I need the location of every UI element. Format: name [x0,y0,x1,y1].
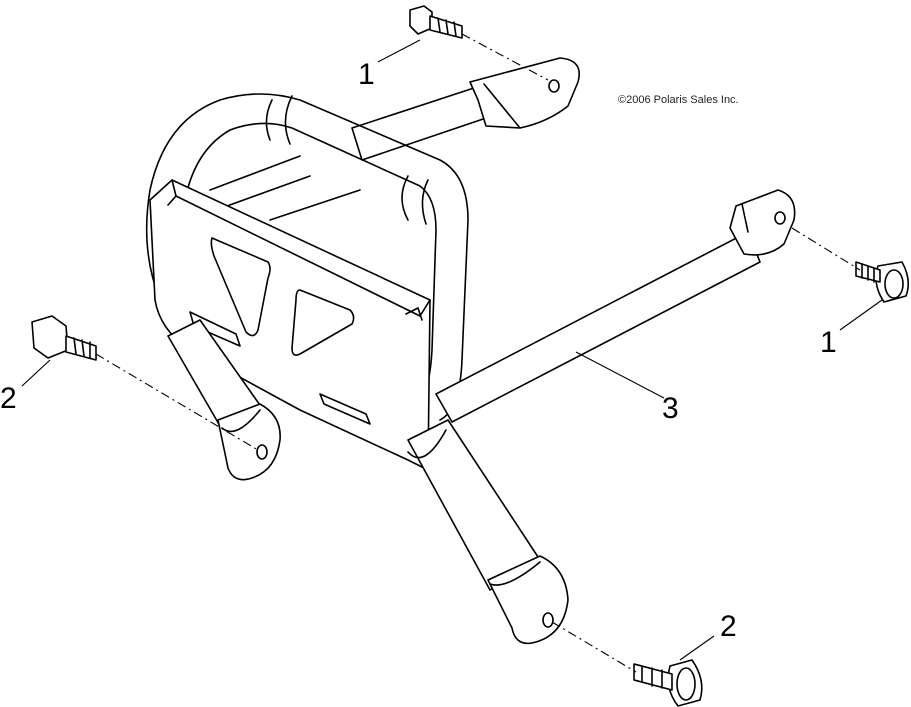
bolt-2-left [31,315,97,361]
leader-lines [21,39,883,661]
callout-label: 3 [662,392,679,425]
callout-label: 1 [358,58,375,91]
bolt-1-right [855,261,910,303]
assembly-lines [95,33,861,673]
lower-left-leg [167,319,281,481]
lower-right-leg [407,419,569,645]
callout-label: 2 [720,610,737,643]
bolt-2-bottom [633,659,703,707]
rear-left-mount-tube [351,57,580,161]
bolt-1-top [409,5,463,39]
right-mount-tube [435,189,796,423]
copyright-text: ©2006 Polaris Sales Inc. [618,94,739,106]
callout-label: 1 [820,326,837,359]
callout-label: 2 [0,382,17,415]
